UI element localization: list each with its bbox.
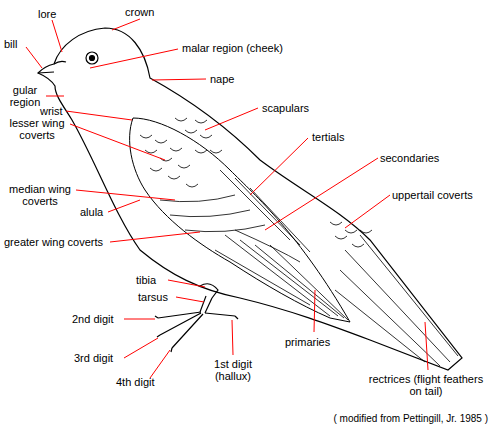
part-label: tarsus [138,291,168,303]
part-label: tibia [136,274,156,286]
part-label: 3rd digit [74,352,113,364]
part-label: tertials [312,131,344,143]
part-label: 4th digit [116,376,155,388]
part-label: lesser wing coverts [4,117,70,141]
part-label: 1st digit (hallux) [206,358,260,382]
part-label: wrist [40,105,63,117]
part-label: primaries [285,336,330,348]
part-label: lore [38,8,56,20]
source-caption: ( modified from Pettingill, Jr. 1985 ) [333,413,488,425]
part-label: uppertail coverts [392,189,473,201]
part-label: malar region (cheek) [182,42,283,54]
part-label: nape [210,73,234,85]
part-label: bill [4,38,17,50]
part-label: crown [125,6,154,18]
part-label: alula [80,206,103,218]
part-label: rectrices (flight feathers on tail) [362,373,490,397]
tail-feathers [330,222,458,366]
wing [130,118,350,322]
part-label: gular region [4,84,46,108]
part-label: 2nd digit [72,313,114,325]
part-label: secondaries [380,152,439,164]
part-label: scapulars [262,102,309,114]
part-label: median wing coverts [4,183,76,207]
leader-lines [26,19,428,378]
part-label: greater wing coverts [4,236,103,248]
